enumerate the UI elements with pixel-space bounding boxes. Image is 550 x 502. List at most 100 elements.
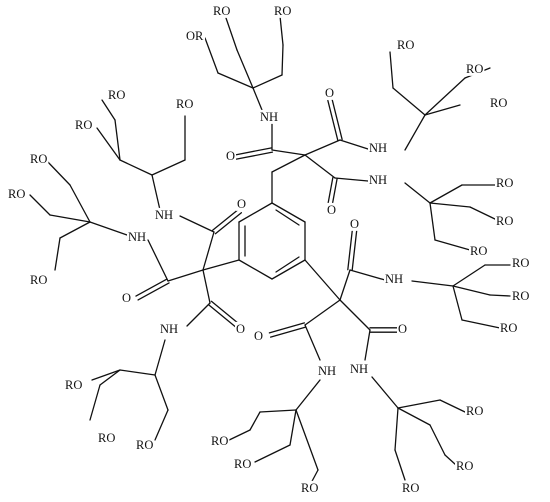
single-bond xyxy=(54,237,61,271)
label-background xyxy=(253,328,265,343)
carbonyl-oxygen-label: O xyxy=(398,322,407,336)
nh-label: NH xyxy=(160,322,178,336)
single-bond xyxy=(179,215,215,233)
label-background xyxy=(495,213,515,228)
single-bond xyxy=(89,221,128,236)
nh-label: NH xyxy=(369,173,387,187)
label-background xyxy=(97,430,117,445)
ro-group-label: RO xyxy=(496,176,513,190)
single-bond xyxy=(271,154,306,173)
label-background xyxy=(64,377,84,392)
label-background xyxy=(235,321,247,336)
double-bond xyxy=(235,151,274,160)
double-bond xyxy=(210,300,241,325)
label-background xyxy=(326,202,338,217)
single-bond xyxy=(252,74,283,89)
double-bond xyxy=(207,304,238,329)
nh-label: NH xyxy=(128,230,146,244)
single-bond xyxy=(452,285,491,296)
ro-group-label: RO xyxy=(98,431,115,445)
label-background xyxy=(499,320,519,335)
label-background xyxy=(397,321,409,336)
single-bond xyxy=(339,139,369,150)
single-bond xyxy=(304,259,341,301)
label-background xyxy=(495,175,515,190)
ro-group-label: RO xyxy=(234,457,251,471)
single-bond xyxy=(429,424,446,456)
label-background xyxy=(401,480,421,495)
ro-group-label: RO xyxy=(402,481,419,495)
single-bond xyxy=(119,369,156,376)
single-bond xyxy=(45,159,71,186)
nh-label: NH xyxy=(318,364,336,378)
single-bond xyxy=(295,409,319,471)
label-background xyxy=(29,151,49,166)
single-bond xyxy=(89,384,101,421)
single-bond xyxy=(339,269,351,301)
single-bond xyxy=(202,269,211,304)
single-bond xyxy=(469,206,498,221)
single-bond xyxy=(59,221,91,239)
label-background xyxy=(185,28,206,43)
double-bond xyxy=(269,326,307,338)
single-bond xyxy=(49,214,91,223)
single-bond xyxy=(238,202,273,223)
single-bond xyxy=(389,51,394,89)
single-bond xyxy=(404,114,426,151)
double-bond xyxy=(135,278,168,297)
single-bond xyxy=(29,194,51,216)
ro-group-label: RO xyxy=(470,244,487,258)
single-bond xyxy=(339,299,371,331)
single-bond xyxy=(439,399,466,413)
single-bond xyxy=(225,17,238,51)
single-bond xyxy=(304,324,321,361)
double-bond xyxy=(327,99,339,142)
ro-group-label: RO xyxy=(108,88,125,102)
single-bond xyxy=(69,184,91,223)
label-background xyxy=(300,480,320,495)
nh-label: NH xyxy=(155,208,173,222)
label-background xyxy=(29,272,49,287)
single-bond xyxy=(154,339,166,376)
carbonyl-oxygen-label: O xyxy=(236,322,245,336)
double-bond xyxy=(327,176,334,206)
single-bond xyxy=(236,49,254,89)
double-bond xyxy=(331,98,343,141)
single-bond xyxy=(96,127,121,161)
nh-label: NH xyxy=(350,362,368,376)
carbonyl-oxygen-label: O xyxy=(237,197,246,211)
label-background xyxy=(127,229,148,244)
label-background xyxy=(225,148,237,163)
double-bond xyxy=(331,177,338,207)
double-bond xyxy=(351,225,358,271)
label-background xyxy=(259,109,280,124)
single-bond xyxy=(424,77,466,116)
single-bond xyxy=(252,87,263,111)
label-background xyxy=(384,271,405,286)
single-bond xyxy=(424,104,461,116)
label-background xyxy=(455,458,475,473)
single-bond xyxy=(151,174,161,211)
ro-group-label: RO xyxy=(512,256,529,270)
single-bond xyxy=(349,269,386,281)
single-bond xyxy=(452,264,486,287)
single-bond xyxy=(271,259,306,280)
label-background xyxy=(154,207,175,222)
label-background xyxy=(368,140,389,155)
carbonyl-oxygen-label: O xyxy=(254,329,263,343)
single-bond xyxy=(259,409,297,413)
label-background xyxy=(107,87,127,102)
single-bond xyxy=(249,411,261,431)
single-bond xyxy=(114,119,121,161)
nh-label: NH xyxy=(369,141,387,155)
ro-group-label: RO xyxy=(490,96,507,110)
double-bond xyxy=(347,225,354,271)
single-bond xyxy=(254,444,291,463)
single-bond xyxy=(429,202,471,208)
ro-group-label: RO xyxy=(75,118,92,132)
ro-group-label: RO xyxy=(512,289,529,303)
label-background xyxy=(74,117,94,132)
carbonyl-oxygen-label: O xyxy=(226,149,235,163)
label-background xyxy=(273,3,293,18)
